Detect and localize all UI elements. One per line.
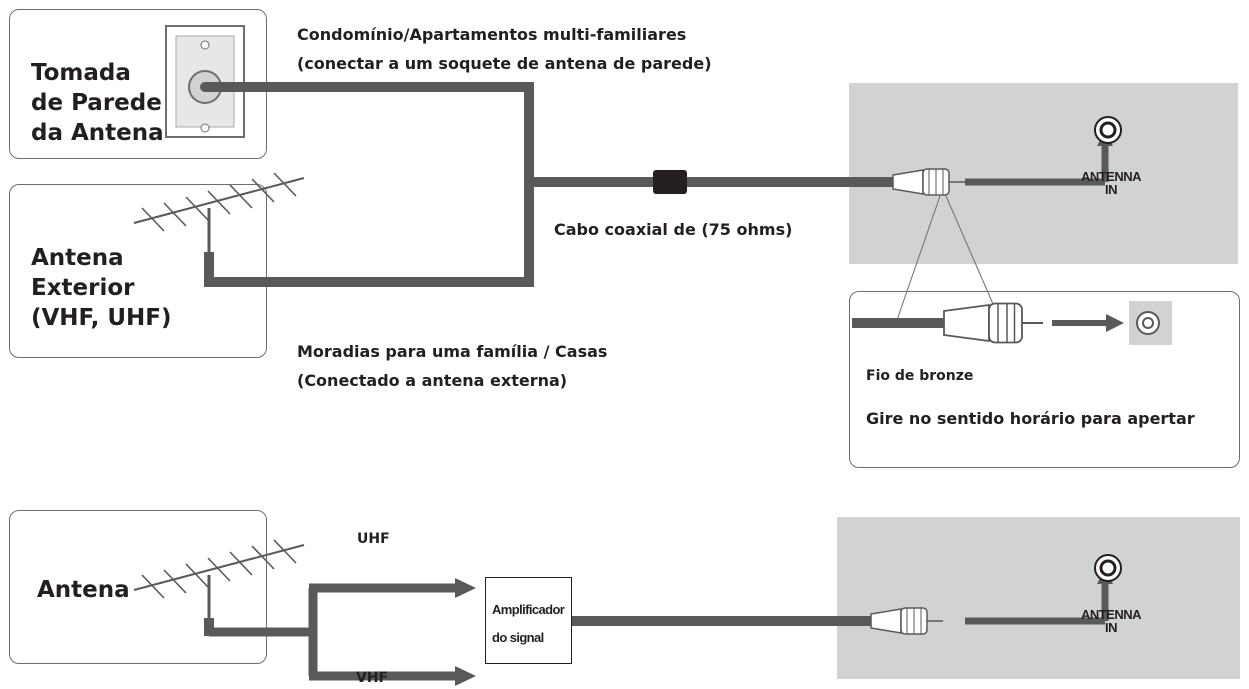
- uhf-label: UHF: [357, 531, 390, 547]
- jack-label-line2: IN: [1105, 182, 1118, 197]
- jack-label-line1: ANTENNA: [1080, 607, 1142, 622]
- outdoor-antenna-label-3: (VHF, UHF): [31, 305, 172, 331]
- wall-jack-label-3: da Antena: [31, 120, 164, 146]
- jack-label-line1: ANTENNA: [1080, 169, 1142, 184]
- wire-label: Fio de bronze: [866, 368, 974, 384]
- vhf-label: VHF: [356, 670, 389, 686]
- antenna-icon: [132, 171, 306, 265]
- wall-jack-label-1: Tomada: [31, 60, 131, 86]
- antenna-icon: [132, 538, 306, 632]
- tv-panel-bottom: [837, 517, 1240, 679]
- signal-amplifier-icon: Amplificador do signal: [485, 577, 572, 664]
- jack-label-line2: IN: [1105, 620, 1118, 635]
- condo-caption-1: Condomínio/Apartamentos multi-familiares: [297, 25, 687, 44]
- antenna-jack-icon: [1094, 554, 1122, 582]
- condo-caption-2: (conectar a um soquete de antena de pare…: [297, 54, 712, 73]
- antenna-in-label-top: ANTENNA IN: [1066, 170, 1156, 196]
- f-connector-icon: [892, 168, 966, 196]
- bottom-antenna-label: Antena: [37, 577, 130, 603]
- outdoor-antenna-box: [9, 184, 267, 358]
- coax-label: Cabo coaxial de (75 ohms): [554, 220, 793, 239]
- outdoor-antenna-label-2: Exterior: [31, 275, 135, 301]
- house-caption-1: Moradias para uma família / Casas: [297, 342, 608, 361]
- detail-callout-box: [849, 291, 1240, 468]
- wall-jack-label-2: de Parede: [31, 90, 162, 116]
- outdoor-antenna-label-1: Antena: [31, 245, 124, 271]
- amp-label-2: do signal: [492, 630, 544, 645]
- antenna-jack-icon: [1094, 116, 1122, 144]
- f-connector-icon: [870, 607, 944, 635]
- bottom-antenna-box: [9, 510, 267, 664]
- instruction-label: Gire no sentido horário para apertar: [866, 409, 1195, 428]
- antenna-in-label-bottom: ANTENNA IN: [1066, 608, 1156, 634]
- wall-outlet-icon: [165, 25, 245, 138]
- house-caption-2: (Conectado a antena externa): [297, 371, 568, 390]
- amp-label-1: Amplificador: [492, 602, 565, 617]
